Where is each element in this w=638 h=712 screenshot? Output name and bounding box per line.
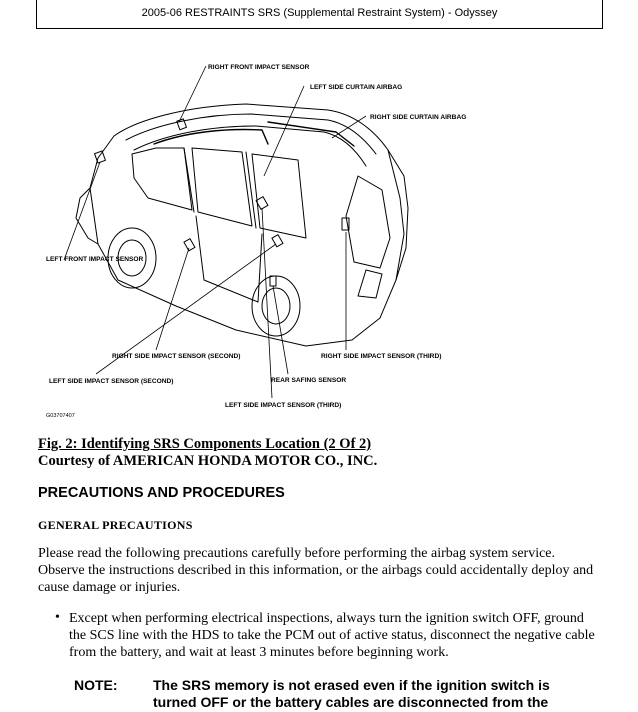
- figure-id: G03707407: [46, 413, 75, 419]
- intro-paragraph: Please read the following precautions ca…: [38, 546, 594, 595]
- label-right-side-impact-sensor-second: RIGHT SIDE IMPACT SENSOR (SECOND): [112, 353, 240, 360]
- page-header: 2005-06 RESTRAINTS SRS (Supplemental Res…: [36, 0, 603, 29]
- figure-caption: Fig. 2: Identifying SRS Components Locat…: [38, 436, 377, 469]
- note-text: The SRS memory is not erased even if the…: [153, 677, 550, 710]
- bullet-icon: •: [55, 610, 60, 625]
- srs-location-figure: RIGHT FRONT IMPACT SENSOR LEFT SIDE CURT…: [36, 48, 603, 428]
- label-rear-safing-sensor: REAR SAFING SENSOR: [271, 377, 346, 384]
- label-left-side-impact-sensor-second: LEFT SIDE IMPACT SENSOR (SECOND): [49, 378, 173, 385]
- label-left-side-impact-sensor-third: LEFT SIDE IMPACT SENSOR (THIRD): [225, 402, 341, 409]
- label-right-front-impact-sensor: RIGHT FRONT IMPACT SENSOR: [208, 64, 310, 71]
- sub-heading: GENERAL PRECAUTIONS: [38, 518, 193, 532]
- label-right-side-impact-sensor-third: RIGHT SIDE IMPACT SENSOR (THIRD): [321, 353, 441, 360]
- label-left-front-impact-sensor: LEFT FRONT IMPACT SENSOR: [46, 256, 144, 263]
- vehicle-diagram: RIGHT FRONT IMPACT SENSOR LEFT SIDE CURT…: [46, 64, 466, 419]
- header-title: 2005-06 RESTRAINTS SRS (Supplemental Res…: [141, 7, 498, 19]
- caption-title: Fig. 2: Identifying SRS Components Locat…: [38, 436, 372, 452]
- vehicle-drawing: [75, 103, 409, 347]
- bullet-text: Except when performing electrical inspec…: [69, 611, 595, 660]
- label-left-side-curtain-airbag: LEFT SIDE CURTAIN AIRBAG: [310, 84, 402, 91]
- note-label: NOTE:: [74, 677, 118, 693]
- label-right-side-curtain-airbag: RIGHT SIDE CURTAIN AIRBAG: [370, 114, 466, 121]
- section-heading: PRECAUTIONS AND PROCEDURES: [38, 485, 285, 501]
- caption-courtesy: Courtesy of AMERICAN HONDA MOTOR CO., IN…: [38, 452, 378, 469]
- leader-lines: [63, 65, 367, 399]
